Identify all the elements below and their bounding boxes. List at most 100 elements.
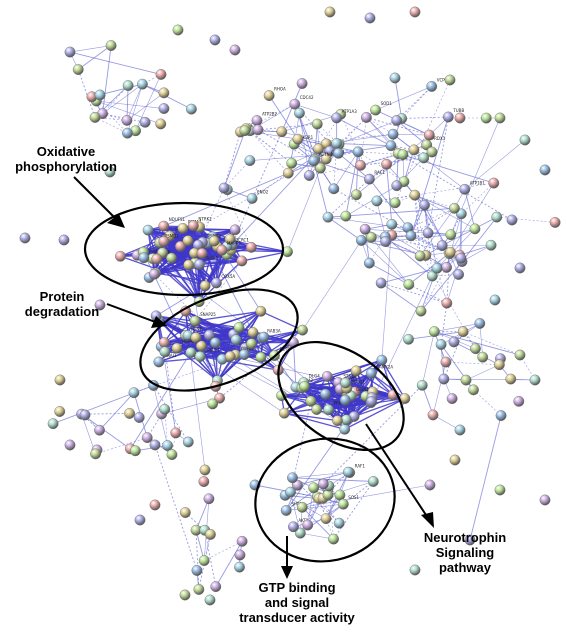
- network-node: [370, 105, 380, 115]
- network-node: [318, 479, 328, 489]
- network-node: [20, 233, 30, 243]
- network-node: [515, 263, 525, 273]
- oxidative-phosphorylation-label: Oxidative phosphorylation: [6, 144, 126, 174]
- network-node: [507, 215, 517, 225]
- network-node: [366, 368, 376, 378]
- network-node: [219, 183, 229, 193]
- network-node: [277, 127, 287, 137]
- network-node: [150, 440, 160, 450]
- network-node: [429, 326, 439, 336]
- network-node: [230, 225, 240, 235]
- network-node: [55, 406, 65, 416]
- network-node: [142, 432, 152, 442]
- network-node: [424, 130, 434, 140]
- network-edge: [441, 303, 447, 344]
- network-node: [376, 278, 386, 288]
- network-node: [253, 125, 263, 135]
- network-node: [550, 217, 560, 227]
- network-node: [409, 145, 419, 155]
- network-node: [90, 449, 100, 459]
- network-node: [186, 104, 196, 114]
- network-node: [130, 446, 140, 456]
- network-edge: [395, 78, 402, 119]
- network-node: [159, 221, 169, 231]
- network-node: [514, 396, 524, 406]
- network-edge: [424, 158, 465, 189]
- network-node: [496, 410, 506, 420]
- network-node: [351, 190, 361, 200]
- node-label: ENO2: [257, 189, 269, 194]
- network-node: [398, 149, 408, 159]
- node-label: RAC1: [374, 170, 385, 175]
- network-edge: [376, 86, 432, 110]
- network-node: [150, 500, 160, 510]
- network-edge: [337, 143, 391, 145]
- network-node: [172, 343, 182, 353]
- network-node: [152, 254, 162, 264]
- network-node: [481, 113, 491, 123]
- network-node: [256, 306, 266, 316]
- network-node: [159, 236, 169, 246]
- network-node: [139, 253, 149, 263]
- network-node: [492, 212, 502, 222]
- network-node: [365, 13, 375, 23]
- network-node: [59, 235, 69, 245]
- network-node: [287, 473, 297, 483]
- network-node: [404, 279, 414, 289]
- network-node: [149, 269, 159, 279]
- network-node: [416, 306, 426, 316]
- network-node: [372, 196, 382, 206]
- network-node: [449, 337, 459, 347]
- network-node: [259, 332, 269, 342]
- network-node: [441, 357, 451, 367]
- network-node: [210, 35, 220, 45]
- node-label: ATP1B1: [470, 180, 486, 185]
- network-node: [390, 73, 400, 83]
- network-node: [188, 220, 198, 230]
- network-node: [455, 113, 465, 123]
- network-node: [297, 502, 307, 512]
- node-label: NTRK2: [198, 217, 212, 222]
- network-node: [167, 449, 177, 459]
- network-node: [520, 135, 530, 145]
- network-node: [200, 281, 210, 291]
- network-node: [234, 562, 244, 572]
- network-node: [209, 236, 219, 246]
- network-node: [122, 115, 132, 125]
- network-node: [343, 467, 353, 477]
- network-node: [134, 412, 144, 422]
- node-label: GNAO1: [205, 348, 220, 353]
- network-node: [94, 425, 104, 435]
- node-label: RAB3A: [267, 329, 281, 334]
- network-edge: [402, 117, 449, 119]
- network-node: [194, 584, 204, 594]
- network-node: [183, 235, 193, 245]
- network-node: [445, 75, 455, 85]
- network-node: [156, 69, 166, 79]
- network-node: [281, 505, 291, 515]
- network-edge: [462, 217, 497, 261]
- network-node: [366, 396, 376, 406]
- network-node: [186, 347, 196, 357]
- network-node: [515, 350, 525, 360]
- network-node: [380, 236, 390, 246]
- network-node: [160, 404, 170, 414]
- network-node: [415, 251, 425, 261]
- network-node: [340, 378, 350, 388]
- network-node: [495, 485, 505, 495]
- network-node: [247, 193, 257, 203]
- network-node: [200, 465, 210, 475]
- network-node: [194, 259, 204, 269]
- network-node: [361, 112, 371, 122]
- network-node: [299, 381, 309, 391]
- network-node: [458, 326, 468, 336]
- network-node: [419, 200, 429, 210]
- network-node: [246, 339, 256, 349]
- network-edge: [470, 416, 501, 540]
- network-node: [180, 590, 190, 600]
- network-node: [351, 366, 361, 376]
- network-node: [386, 141, 396, 151]
- network-edge: [381, 283, 447, 303]
- network-node: [137, 79, 147, 89]
- network-edge: [292, 478, 373, 482]
